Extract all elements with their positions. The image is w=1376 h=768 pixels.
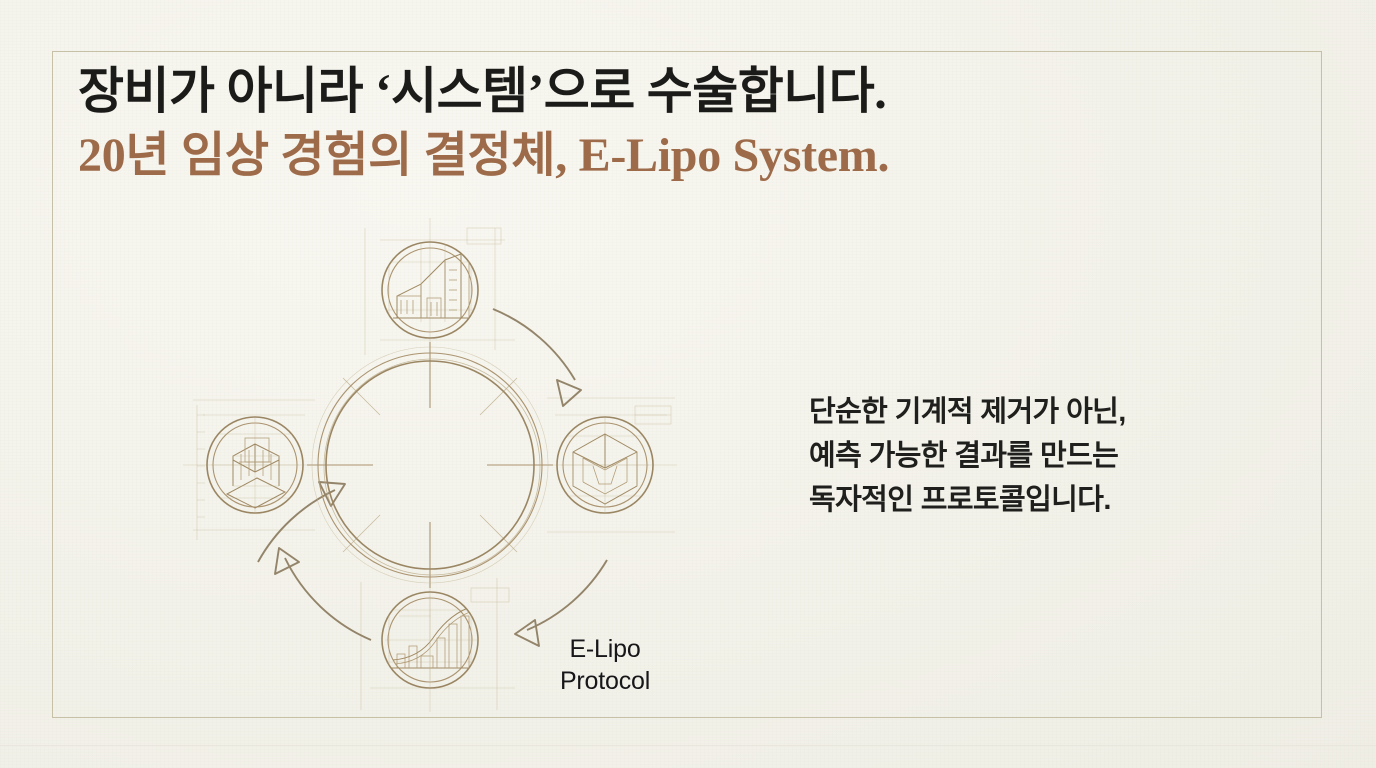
flow-arrow-bottom-to-left — [274, 547, 372, 641]
flow-arrow-left-to-top — [257, 481, 346, 563]
headline-line-1: 장비가 아니라 ‘시스템’으로 수술합니다. — [78, 63, 887, 119]
node-top[interactable] — [381, 240, 479, 339]
headline-block: 장비가 아니라 ‘시스템’으로 수술합니다. 20년 임상 경험의 결정체, E… — [78, 62, 1228, 186]
hub-spokes — [307, 342, 553, 588]
bottom-divider-rule — [0, 745, 1376, 746]
node-left[interactable] — [206, 416, 304, 514]
body-copy-line-1: 단순한 기계적 제거가 아닌, — [809, 396, 1126, 428]
hub-rings — [311, 346, 549, 584]
body-copy-line-3: 독자적인 프로토콜입니다. — [809, 484, 1111, 517]
growth-bar-chart-blueprint-icon — [382, 596, 478, 684]
node-bottom[interactable] — [381, 591, 481, 689]
body-copy-line-2: 예측 가능한 결과를 만드는 — [809, 440, 1119, 473]
building-elevation-blueprint-icon — [383, 242, 478, 336]
isometric-cube-mold-blueprint-icon — [561, 418, 649, 512]
isometric-structure-blueprint-icon — [211, 418, 299, 512]
node-right[interactable] — [556, 416, 654, 514]
elipo-protocol-cycle-diagram: .ln { fill:none; stroke:#9a8663; stroke-… — [175, 210, 695, 720]
flow-arrow-right-to-bottom — [514, 559, 608, 647]
headline-line-2-english: E-Lipo System. — [578, 129, 890, 182]
body-copy-block: 단순한 기계적 제거가 아닌, 예측 가능한 결과를 만드는 독자적인 프로토콜… — [809, 390, 1229, 522]
headline-line-2: 20년 임상 경험의 결정체, E-Lipo System. — [78, 127, 1228, 186]
flow-arrow-top-to-right — [492, 308, 582, 407]
headline-line-2-korean: 20년 임상 경험의 결정체, — [78, 129, 579, 182]
cycle-diagram-svg: .ln { fill:none; stroke:#9a8663; stroke-… — [183, 218, 677, 712]
